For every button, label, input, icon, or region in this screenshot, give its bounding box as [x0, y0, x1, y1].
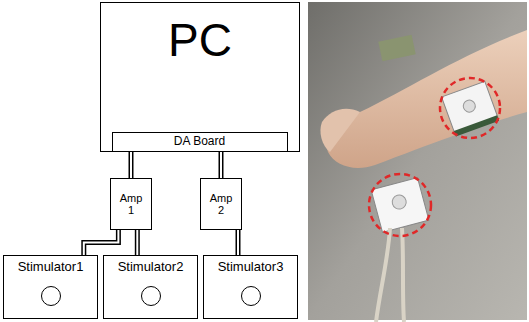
wire-gap: [84, 230, 119, 255]
wire-pair: [131, 152, 132, 179]
wire: [84, 230, 119, 255]
wire-gap: [130, 152, 132, 179]
hand: [320, 109, 360, 152]
wire: [129, 152, 134, 179]
stimulator-box: Stimulator1: [3, 255, 98, 319]
amplifier-box: Amp 1: [110, 178, 152, 230]
board-box: DA Board: [112, 132, 288, 152]
box-label: Amp 1: [118, 192, 144, 216]
wire-gap: [237, 230, 239, 255]
arm: [327, 30, 527, 168]
stimulator-box: Stimulator3: [203, 255, 298, 319]
stimulator-label: Stimulator1: [18, 260, 84, 274]
wire: [135, 230, 140, 255]
amplifier-box: Amp 2: [200, 178, 242, 230]
stimulator-label: Stimulator2: [118, 260, 184, 274]
wire: [219, 152, 224, 179]
computer-box: PC DA Board: [100, 2, 300, 152]
stimulator-box: Stimulator2: [103, 255, 198, 319]
electrode-pad: [41, 286, 61, 306]
electrode-pad: [141, 286, 161, 306]
wire: [236, 230, 241, 255]
highlight-circle: [369, 174, 431, 236]
box-label: DA Board: [174, 135, 225, 148]
wire-pair: [221, 152, 222, 179]
cable: [376, 228, 404, 322]
stimulator-device: [371, 178, 429, 233]
wire-gap: [220, 152, 222, 179]
computer-label: PC: [168, 15, 232, 66]
wire-gap: [136, 230, 138, 255]
wire-pair: [137, 230, 138, 255]
wire-pair: [84, 230, 119, 255]
highlight-circle: [440, 78, 500, 138]
electrode-pad: [241, 286, 261, 306]
box-label: Amp 2: [208, 192, 234, 216]
stimulator-label: Stimulator3: [218, 260, 284, 274]
circuit-board: [378, 35, 415, 62]
desk: [308, 2, 527, 320]
wire-pair: [238, 230, 239, 255]
